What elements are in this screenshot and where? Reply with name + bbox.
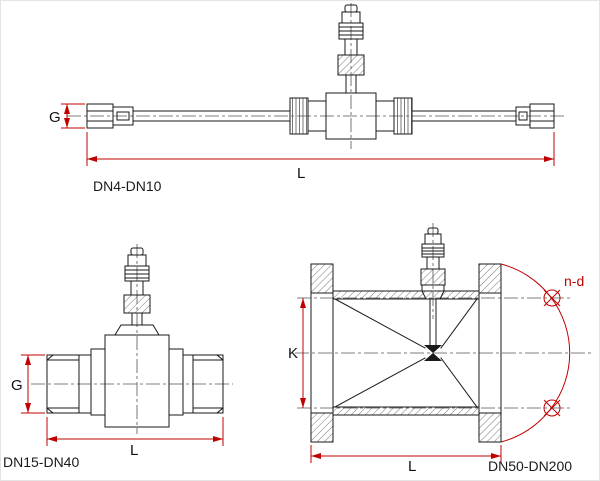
dim-label-l-mid: L: [130, 442, 138, 459]
bolt-circle-arc: [500, 263, 571, 443]
bolt-hole-icon-top: [543, 289, 561, 307]
turbine-rotor-hub: [424, 345, 442, 361]
caption-dn50-dn200: DN50-DN200: [488, 458, 572, 474]
meter-body-outline: [86, 92, 555, 140]
dim-label-g-top: G: [49, 109, 61, 126]
dim-label-l-top: L: [297, 165, 305, 182]
caption-dn4-dn10: DN4-DN10: [93, 178, 162, 194]
dimension-lines-dn4-dn10: [61, 103, 555, 166]
dim-label-nd: n-d: [564, 273, 584, 289]
dimension-lines-dn15-dn40: [21, 354, 224, 446]
meter-body-outline: [46, 334, 224, 428]
meter-dn50-dn200: K L n-d DN50-DN200: [288, 223, 593, 475]
meter-dn4-dn10: G L DN4-DN10: [49, 3, 565, 194]
meter-dn15-dn40: G L DN15-DN40: [3, 244, 233, 470]
caption-dn15-dn40: DN15-DN40: [3, 454, 79, 470]
dimension-lines-dn50-dn200: [300, 298, 502, 463]
flanged-body-outline: [310, 263, 502, 443]
dim-label-g-mid: G: [11, 377, 23, 394]
dim-label-k: K: [288, 345, 298, 362]
dim-label-l-right: L: [408, 458, 416, 475]
bolt-hole-icon-bottom: [543, 399, 561, 417]
sensor-transmitter-stack: [337, 4, 365, 94]
sensor-transmitter-stack: [420, 227, 446, 292]
